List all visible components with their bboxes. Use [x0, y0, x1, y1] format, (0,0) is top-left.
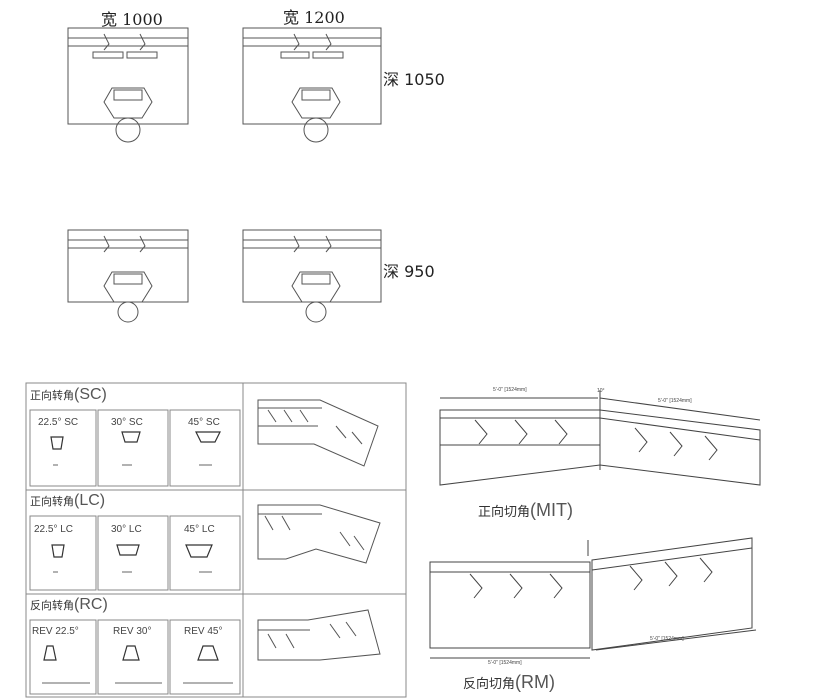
cell-label-lc-22: 22.5° LC: [34, 524, 74, 535]
mit-dim-angle: 10°: [597, 388, 605, 394]
cell-label-sc-45: 45° SC: [188, 417, 220, 428]
cell-label-lc-45: 45° LC: [184, 524, 215, 535]
caption-mit-cn: 正向切角: [478, 505, 531, 520]
cell-label-rc-45: REV 45°: [184, 626, 223, 637]
cell-label-rc-22: REV 22.5°: [32, 626, 79, 637]
caption-mit: 正向切角(MIT): [478, 500, 573, 521]
section-header-sc-cn: 正向转角: [30, 389, 74, 402]
cell-label-sc-22: 22.5° SC: [38, 417, 79, 428]
section-header-sc-code: (SC): [74, 386, 107, 403]
section-header-lc-cn: 正向转角: [30, 495, 74, 508]
section-header-rc: 反向转角(RC): [30, 596, 108, 614]
rm-dim-right: 5'-0" [1524mm]: [650, 636, 684, 642]
caption-rm-cn: 反向切角: [463, 677, 516, 692]
depth-label-1050: 深 1050: [383, 70, 445, 89]
section-header-lc-code: (LC): [74, 492, 106, 509]
cell-label-rc-30: REV 30°: [113, 626, 152, 637]
cell-label-lc-30: 30° LC: [111, 524, 142, 535]
section-header-sc: 正向转角(SC): [30, 386, 107, 404]
width-label-1200: 宽 1200: [283, 8, 345, 27]
section-header-lc: 正向转角(LC): [30, 492, 105, 510]
mit-dim-right: 5'-0" [1524mm]: [658, 398, 692, 404]
depth-label-950: 深 950: [383, 262, 435, 281]
cell-label-sc-30: 30° SC: [111, 417, 143, 428]
rm-dim-left: 5'-0" [1524mm]: [488, 660, 522, 666]
caption-rm-code: (RM): [515, 672, 555, 692]
caption-mit-code: (MIT): [530, 500, 573, 520]
section-header-rc-code: (RC): [74, 596, 108, 613]
caption-rm: 反向切角(RM): [463, 672, 555, 693]
section-header-rc-cn: 反向转角: [30, 599, 74, 612]
width-label-1000: 宽 1000: [101, 10, 163, 29]
mit-dim-left: 5'-0" [1524mm]: [493, 387, 527, 393]
